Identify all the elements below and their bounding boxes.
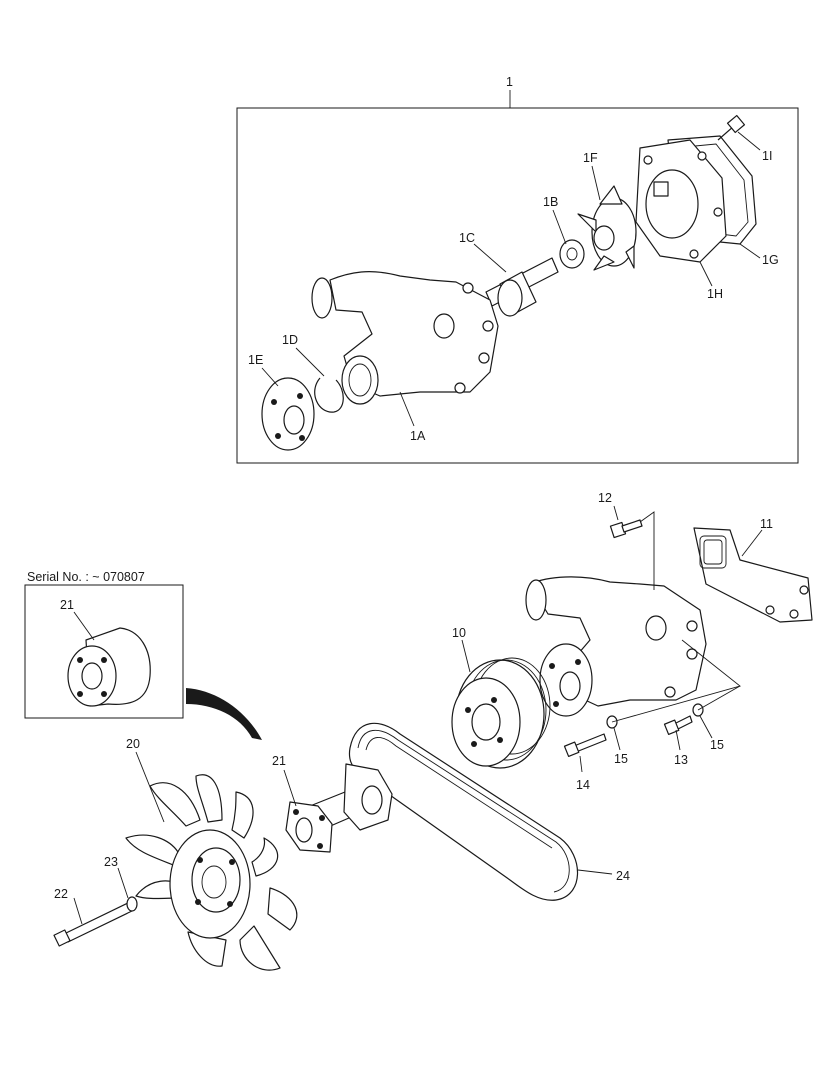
callout-24: 24 xyxy=(616,869,630,883)
callout-1e: 1E xyxy=(248,353,263,367)
callout-11: 11 xyxy=(760,517,773,531)
callout-10: 10 xyxy=(452,626,466,640)
bolt-12 xyxy=(609,519,643,539)
callout-1g: 1G xyxy=(762,253,779,267)
bolt-13 xyxy=(663,715,693,736)
callout-21-inset: 21 xyxy=(60,598,74,612)
spacer-21-inset xyxy=(67,627,151,707)
serial-note: Serial No. : ~ 070807 xyxy=(27,570,145,584)
callout-12: 12 xyxy=(598,491,612,505)
bolt-1i xyxy=(717,114,746,141)
bolt-14 xyxy=(563,733,607,758)
pulley-10 xyxy=(451,657,551,769)
seal-1b xyxy=(559,239,585,269)
callout-1i: 1I xyxy=(762,149,772,163)
washer-23 xyxy=(126,896,138,912)
callout-20: 20 xyxy=(126,737,140,751)
gasket-11 xyxy=(693,527,813,623)
callout-1: 1 xyxy=(506,75,513,89)
fan-spacer-21 xyxy=(285,763,393,853)
backplate-1h xyxy=(635,139,727,263)
cooling-fan-20 xyxy=(125,774,298,971)
callout-23: 23 xyxy=(104,855,118,869)
serial-inset-frame xyxy=(24,584,184,719)
callout-14: 14 xyxy=(576,778,590,792)
callout-21: 21 xyxy=(272,754,286,768)
callout-1h: 1H xyxy=(707,287,723,301)
callout-22: 22 xyxy=(54,887,68,901)
callout-1a: 1A xyxy=(410,429,426,443)
callout-1f: 1F xyxy=(583,151,598,165)
reference-arrow xyxy=(186,688,262,740)
callout-1c: 1C xyxy=(459,231,475,245)
snap-ring-1d xyxy=(314,377,344,413)
callout-1d: 1D xyxy=(282,333,298,347)
pump-assembly-frame xyxy=(236,107,799,464)
callout-13: 13 xyxy=(674,753,688,767)
callout-15a: 15 xyxy=(614,752,628,766)
bolt-22 xyxy=(53,901,135,947)
callout-1b: 1B xyxy=(543,195,558,209)
water-pump-body xyxy=(525,576,707,717)
callout-15b: 15 xyxy=(710,738,724,752)
shaft-bearing-1c xyxy=(485,257,559,317)
impeller-1f xyxy=(577,185,637,271)
hub-flange-1e xyxy=(261,377,315,451)
pump-housing-1a xyxy=(311,271,499,405)
